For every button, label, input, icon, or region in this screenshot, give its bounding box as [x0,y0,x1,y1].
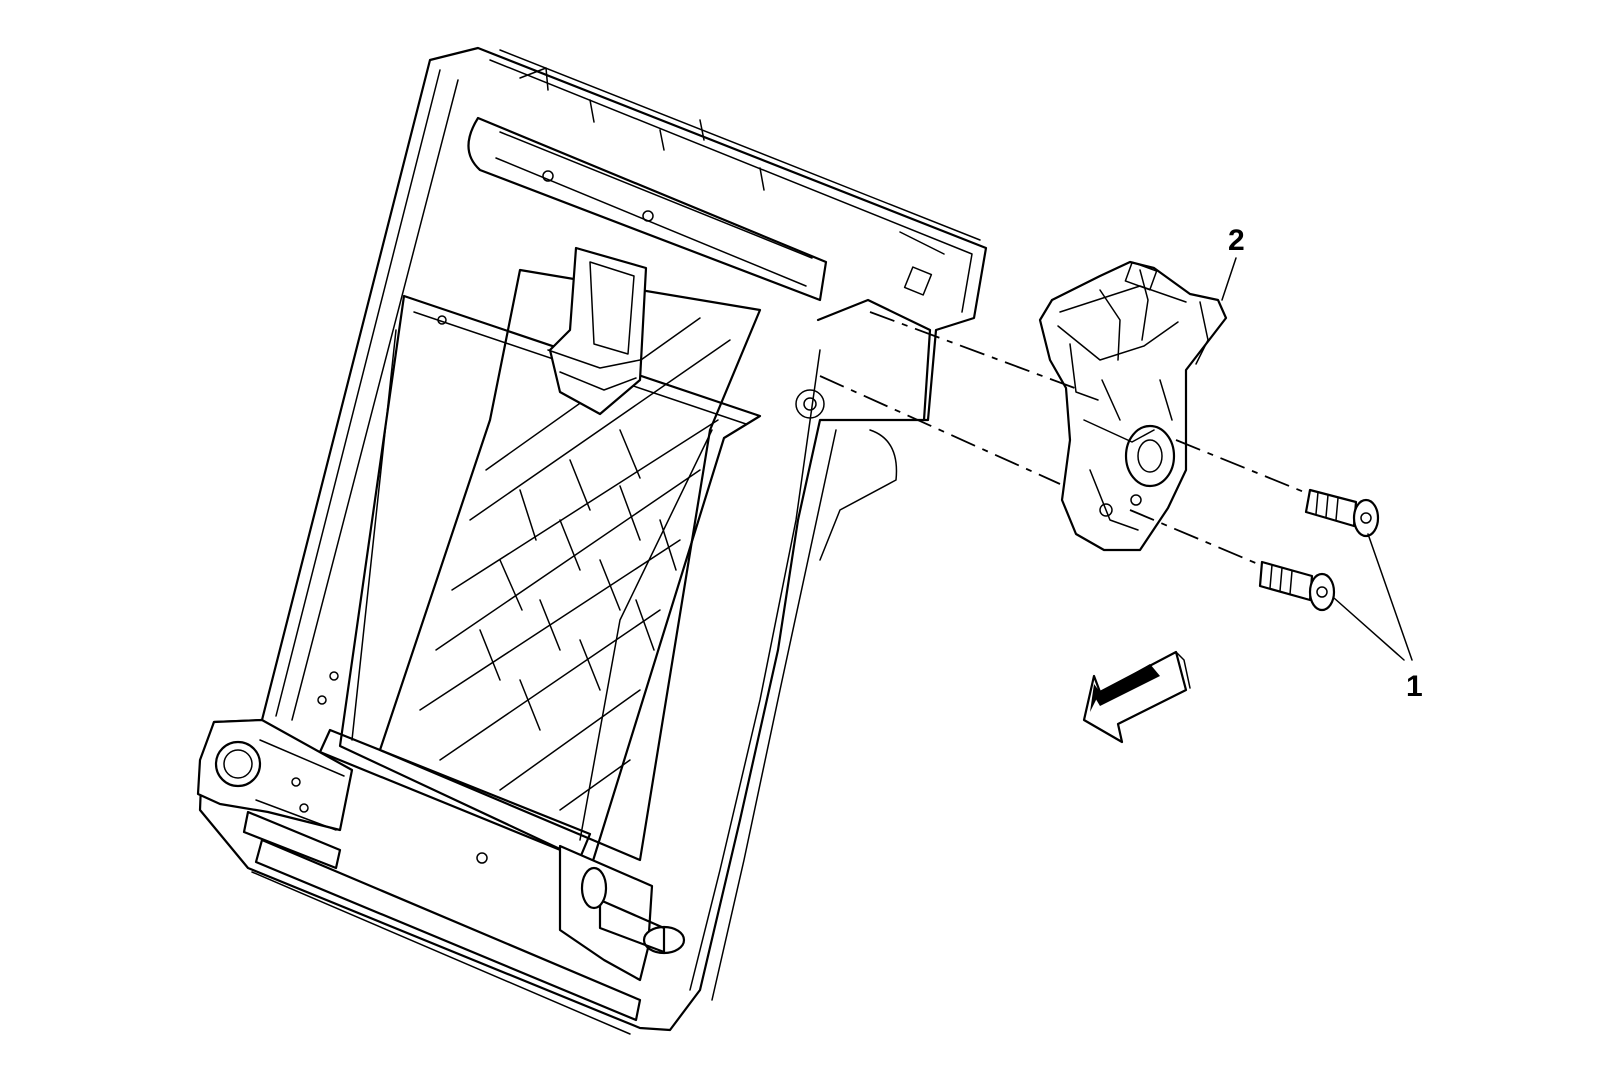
callout-label-2: 2 [1228,224,1245,257]
forward-direction-arrow-icon [1082,650,1191,744]
seat-frame [196,46,988,1035]
callout-leaders [1221,257,1413,661]
bolt-upper [1304,488,1380,538]
alignment-lines [819,311,1305,565]
bolt-lower [1258,560,1336,612]
callout-label-1: 1 [1406,670,1423,703]
recliner-bracket [1038,260,1228,552]
